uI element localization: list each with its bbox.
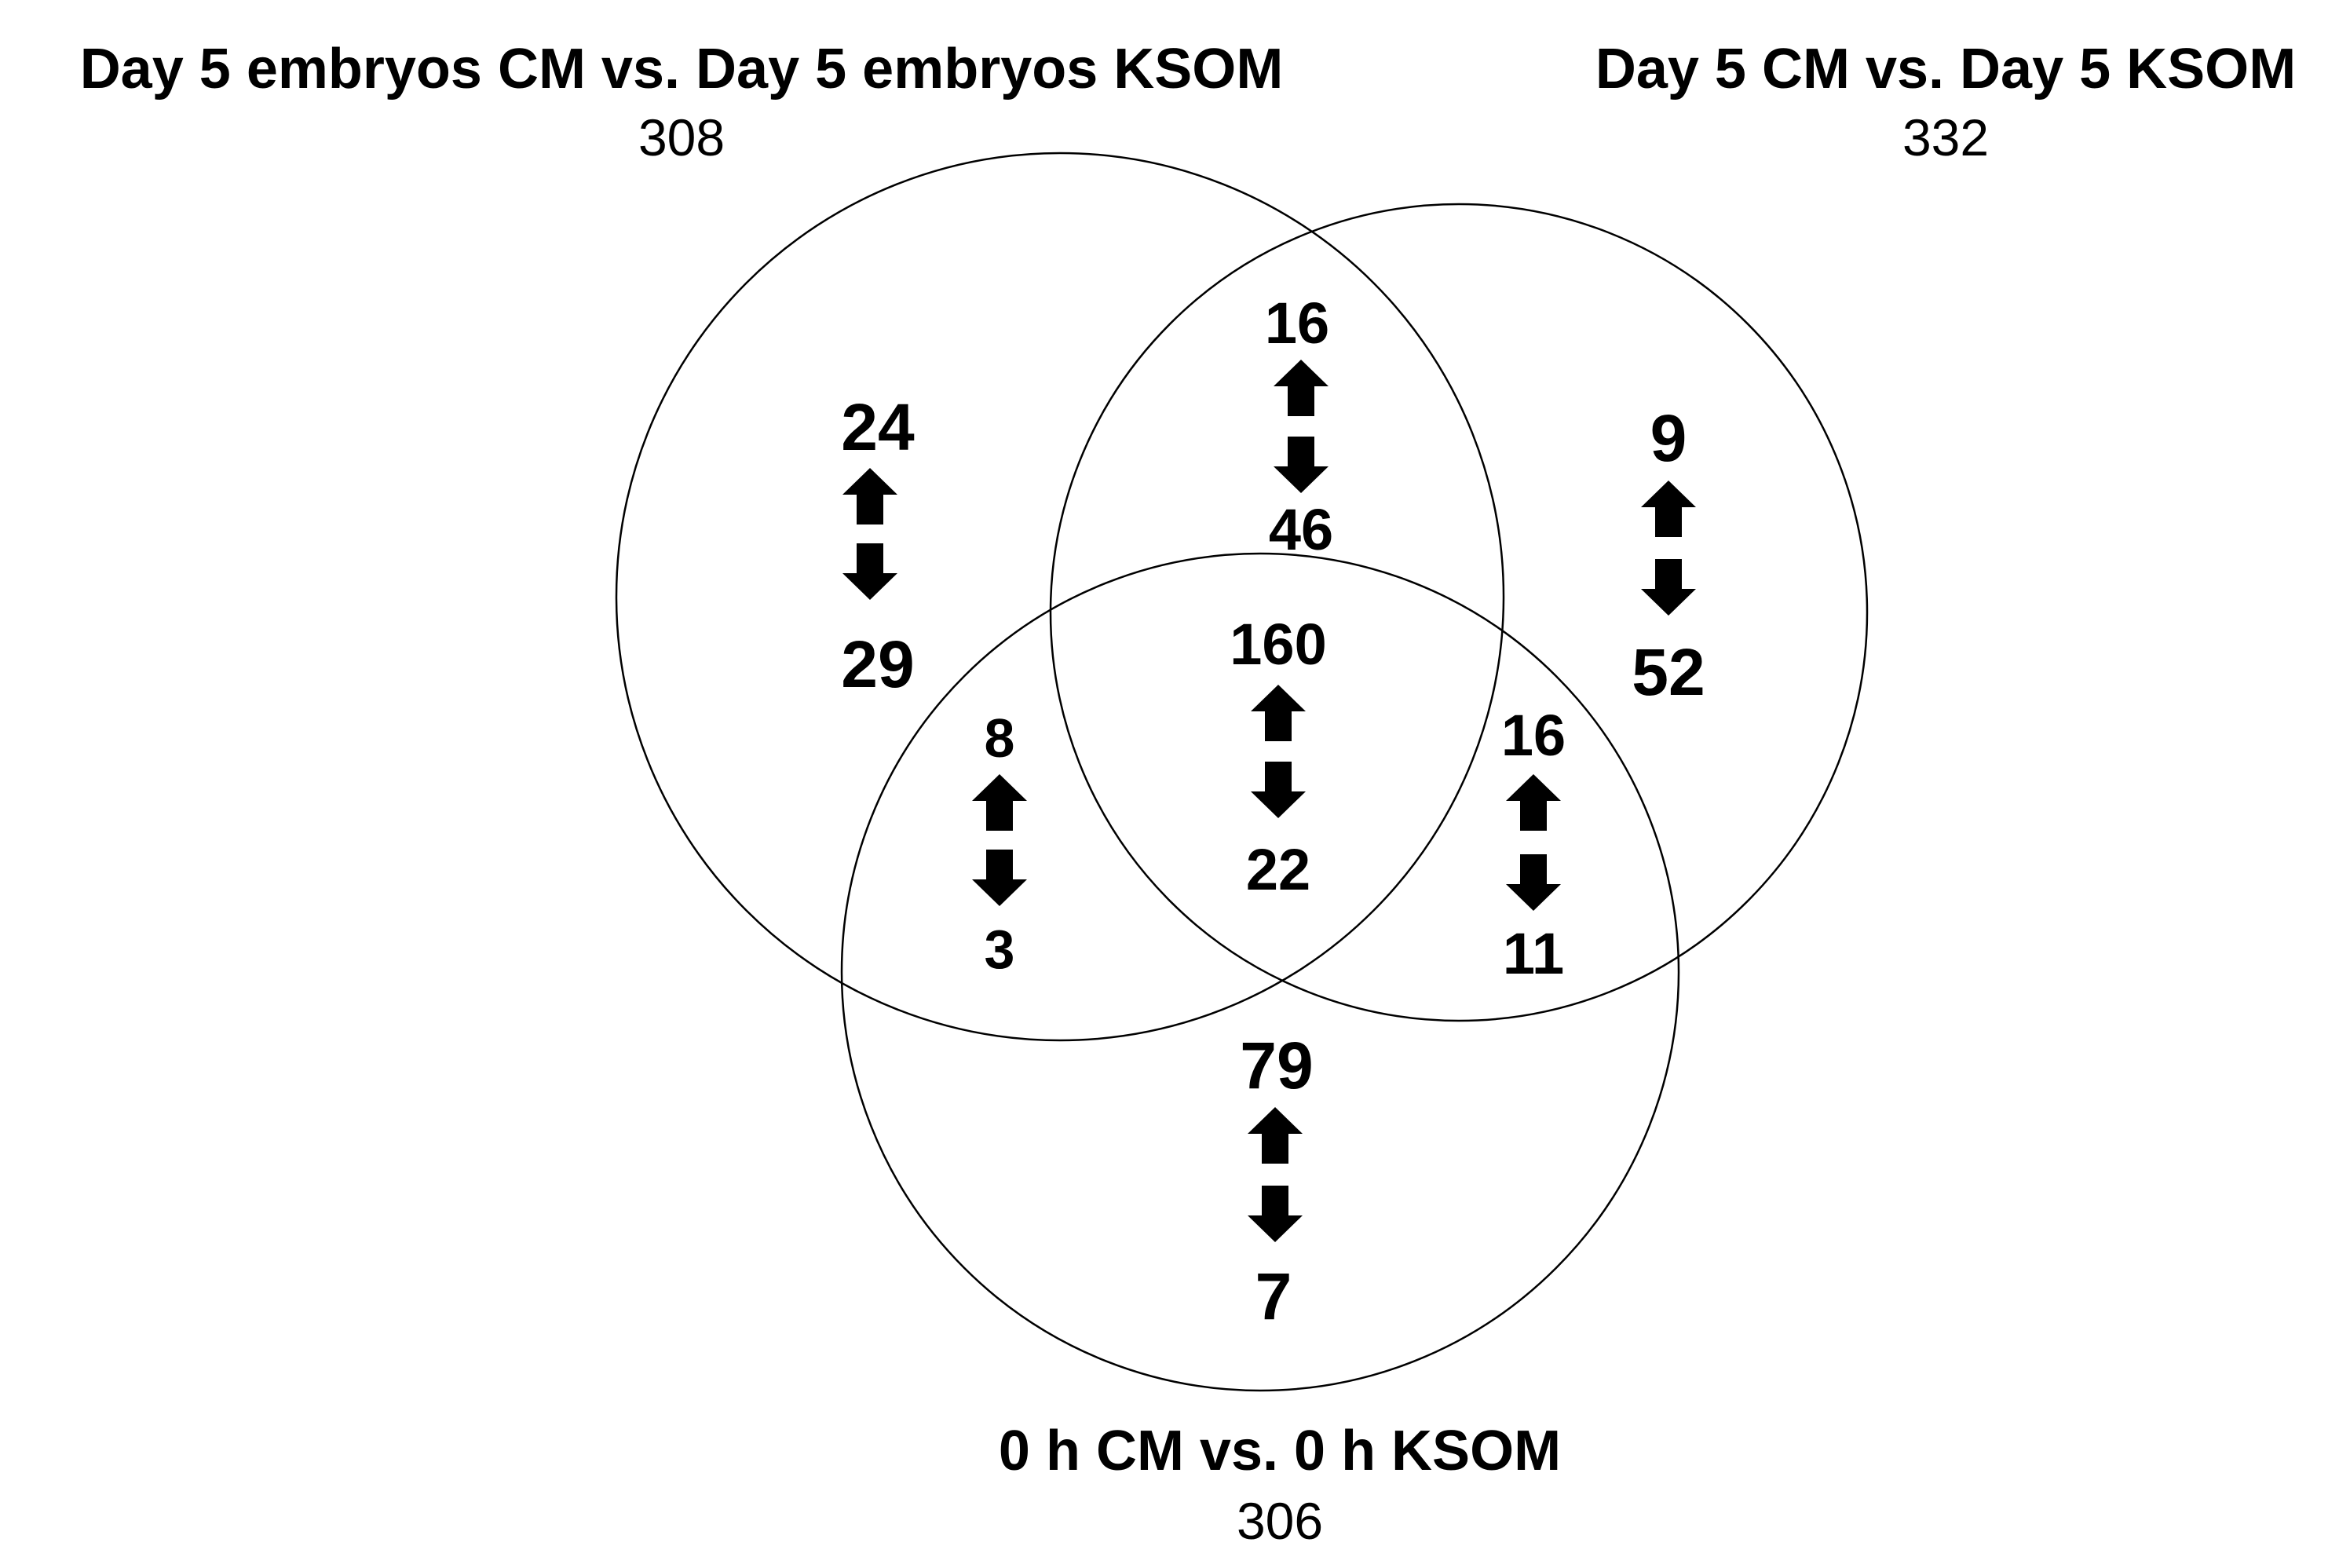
up-arrow-icon (1641, 481, 1696, 537)
region-ab-up-count: 16 (1265, 291, 1329, 356)
down-arrow-icon (1506, 854, 1561, 911)
region-ac-up-count: 8 (985, 707, 1015, 769)
down-arrow-icon (972, 850, 1027, 906)
set-b-title: Day 5 CM vs. Day 5 KSOM (1595, 38, 2296, 101)
set-b-total: 332 (1902, 108, 1989, 166)
set-a-total: 308 (638, 108, 725, 166)
up-arrow-icon (972, 774, 1027, 831)
region-abc-down-count: 22 (1246, 837, 1310, 902)
down-arrow-icon (1274, 437, 1328, 493)
region-abc-up-count: 160 (1230, 612, 1326, 677)
up-arrow-icon (842, 468, 897, 524)
region-a-only-up-count: 24 (841, 390, 915, 464)
set-a-circle (615, 152, 1505, 1042)
region-c-only-up-count: 79 (1240, 1029, 1313, 1102)
down-arrow-icon (842, 543, 897, 600)
region-b-only-up-count: 9 (1650, 401, 1687, 475)
set-c-title: 0 h CM vs. 0 h KSOM (999, 1420, 1561, 1482)
up-arrow-icon (1506, 774, 1561, 831)
down-arrow-icon (1251, 762, 1306, 818)
set-c-circle (840, 552, 1680, 1392)
region-a-only-down-count: 29 (841, 627, 914, 701)
set-b-circle (1049, 203, 1869, 1022)
region-bc-down-count: 11 (1503, 921, 1564, 986)
region-b-only-down-count: 52 (1632, 635, 1705, 709)
set-a-title: Day 5 embryos CM vs. Day 5 embryos KSOM (80, 38, 1284, 101)
up-arrow-icon (1251, 685, 1306, 741)
region-ab-down-count: 46 (1269, 497, 1333, 562)
up-arrow-icon (1274, 360, 1328, 416)
down-arrow-icon (1248, 1186, 1303, 1242)
region-c-only-down-count: 7 (1255, 1259, 1292, 1333)
region-bc-up-count: 16 (1501, 703, 1566, 768)
region-ac-down-count: 3 (985, 919, 1015, 980)
up-arrow-icon (1248, 1107, 1303, 1164)
down-arrow-icon (1641, 559, 1696, 616)
set-c-total: 306 (1237, 1492, 1323, 1550)
